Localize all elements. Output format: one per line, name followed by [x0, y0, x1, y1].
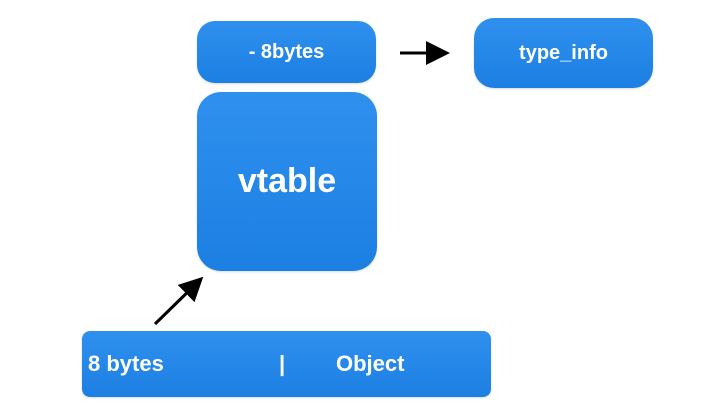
- type-info-box: type_info: [474, 18, 653, 88]
- offset-box: - 8bytes: [197, 21, 376, 83]
- object-label: Object: [336, 351, 405, 376]
- vtable-box: vtable: [197, 92, 377, 271]
- offset-label: - 8bytes: [248, 40, 325, 63]
- object-divider: |: [279, 351, 286, 376]
- vtable-label: vtable: [237, 162, 337, 200]
- object-size-label: 8 bytes: [88, 351, 164, 376]
- type-info-label: type_info: [519, 41, 608, 64]
- object-box: 8 bytes | Object: [82, 331, 491, 397]
- arrow-object-to-vtable: [153, 276, 204, 326]
